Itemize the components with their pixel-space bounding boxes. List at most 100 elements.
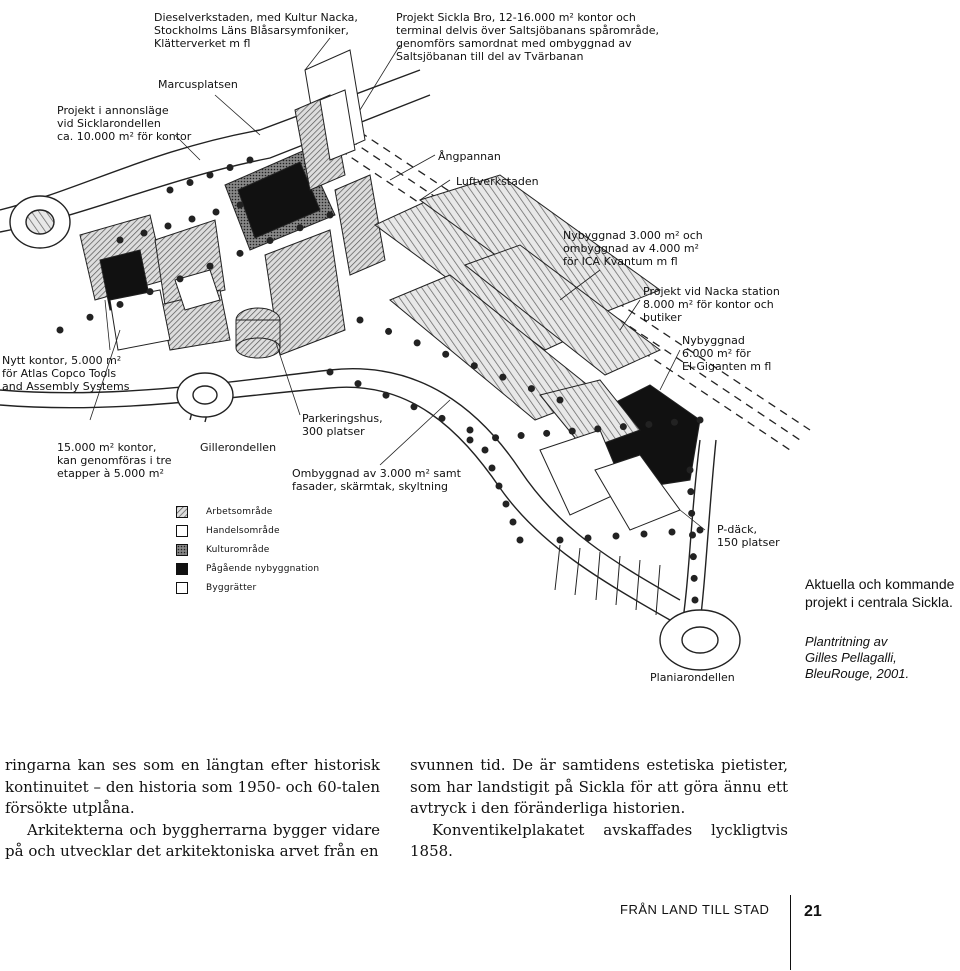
tree-icon — [691, 596, 699, 604]
tree-icon — [619, 423, 627, 431]
figure-caption-title: Aktuella och kommande projekt i centrala… — [805, 576, 955, 610]
tree-icon — [640, 530, 648, 538]
label-angpannan: Ångpannan — [438, 150, 501, 163]
label-kontor-15000: 15.000 m² kontor, kan genomföras i tre e… — [57, 441, 172, 480]
tree-icon — [146, 288, 154, 296]
tree-icon — [226, 164, 234, 171]
legend-item-byggratter: Byggrätter — [176, 581, 256, 595]
legend-label: Byggrätter — [206, 583, 257, 593]
tree-icon — [236, 201, 244, 209]
parking-lines — [554, 544, 661, 616]
tree-icon — [696, 416, 704, 424]
paragraph: Arkitekterna och byggherrarna bygger vid… — [5, 820, 380, 861]
label-pdack: P-däck, 150 platser — [717, 523, 780, 549]
label-marcusplatsen: Marcusplatsen — [158, 78, 238, 91]
tree-icon — [442, 350, 450, 358]
legend-swatch-hatch — [176, 506, 188, 518]
tree-icon — [645, 420, 653, 428]
tree-icon — [690, 574, 698, 582]
tree-icon — [687, 488, 695, 496]
roundabouts — [9, 195, 741, 671]
label-gillerondellen: Gillerondellen — [200, 441, 277, 454]
label-ombyggnad: Ombyggnad av 3.000 m² samt fasader, skär… — [292, 467, 461, 493]
tree-icon — [438, 414, 446, 422]
tree-icon — [689, 531, 696, 539]
legend-label: Kulturområde — [206, 545, 270, 555]
label-nybyggnad-ica: Nybyggnad 3.000 m² och ombyggnad av 4.00… — [563, 229, 703, 268]
tree-icon — [188, 215, 196, 223]
body-column-left: ringarna kan ses som en längtan efter hi… — [5, 755, 380, 863]
running-footer-title: FRÅN LAND TILL STAD — [620, 902, 770, 917]
tree-icon — [686, 466, 694, 474]
tree-icon — [212, 208, 220, 216]
tree-icon — [696, 526, 704, 534]
tree-icon — [356, 316, 364, 324]
tree-icon — [481, 446, 489, 454]
legend-item-kulturomrade: Kulturområde — [176, 543, 270, 557]
legend-swatch-black — [176, 563, 188, 575]
body-column-right: svunnen tid. De är samtidens estetiska p… — [410, 755, 788, 863]
tree-icon — [668, 528, 676, 536]
tree-icon — [246, 156, 254, 164]
label-luftverkstaden: Luftverkstaden — [456, 175, 539, 188]
tree-icon — [296, 224, 304, 232]
tree-icon — [266, 237, 274, 245]
legend-label: Arbetsområde — [206, 507, 273, 517]
tree-icon — [166, 186, 174, 194]
tree-icon — [413, 339, 421, 347]
footer-divider — [790, 895, 791, 970]
tree-icon — [556, 396, 564, 404]
tree-icon — [584, 534, 592, 542]
tree-icon — [502, 500, 510, 508]
label-dieselverkstaden: Dieselverkstaden, med Kultur Nacka, Stoc… — [154, 11, 358, 50]
legend-swatch-white — [176, 525, 188, 537]
tree-icon — [517, 432, 525, 440]
leader-lines — [89, 37, 706, 531]
paragraph: ringarna kan ses som en längtan efter hi… — [5, 756, 380, 817]
label-atlas-copco: Nytt kontor, 5.000 m² för Atlas Copco To… — [2, 354, 130, 393]
tree-icon — [86, 313, 94, 321]
tree-icon — [186, 179, 194, 186]
tree-icon — [612, 532, 620, 540]
legend-item-arbetsomrade: Arbetsområde — [176, 505, 272, 519]
tree-icon — [385, 327, 393, 335]
tree-icon — [116, 300, 124, 308]
tree-icon — [326, 368, 334, 376]
legend-label: Handelsområde — [206, 526, 280, 536]
paragraph: svunnen tid. De är samtidens estetiska p… — [410, 756, 788, 817]
legend-label: Pågående nybyggnation — [206, 564, 320, 574]
tree-icon — [164, 222, 172, 230]
tree-icon — [516, 536, 524, 544]
legend-item-nybyggnation: Pågående nybyggnation — [176, 562, 319, 576]
building-blocks — [79, 49, 701, 531]
page-number: 21 — [804, 903, 822, 920]
tree-icon — [543, 429, 551, 437]
tree-icon — [206, 262, 214, 270]
site-plan-drawing — [0, 37, 811, 671]
tree-icon — [470, 362, 478, 370]
label-planiarondellen: Planiarondellen — [650, 671, 735, 684]
tree-icon — [527, 385, 535, 393]
tree-icon — [326, 211, 334, 219]
tree-icon — [495, 482, 503, 490]
tree-icon — [354, 380, 362, 388]
label-annonslage: Projekt i annonsläge vid Sicklarondellen… — [57, 104, 192, 143]
tree-icon — [568, 427, 576, 435]
legend-swatch-white — [176, 582, 188, 594]
paragraph: Konventikelplakatet avskaffades lyckligt… — [410, 820, 788, 861]
tree-icon — [499, 373, 507, 381]
tree-icon — [466, 426, 474, 434]
tree-icon — [670, 418, 678, 426]
tree-icon — [509, 518, 517, 526]
tree-icon — [594, 425, 602, 433]
legend-item-handelsomrade: Handelsområde — [176, 524, 280, 538]
tree-icon — [140, 229, 148, 237]
tree-icon — [410, 403, 418, 411]
tree-icon — [116, 236, 124, 244]
tree-icon — [382, 391, 390, 399]
label-parkeringshus: Parkeringshus, 300 platser — [302, 412, 383, 438]
legend-swatch-dots — [176, 544, 188, 556]
tree-icon — [466, 436, 474, 444]
tree-icon — [236, 249, 244, 257]
tree-icon — [176, 275, 184, 283]
